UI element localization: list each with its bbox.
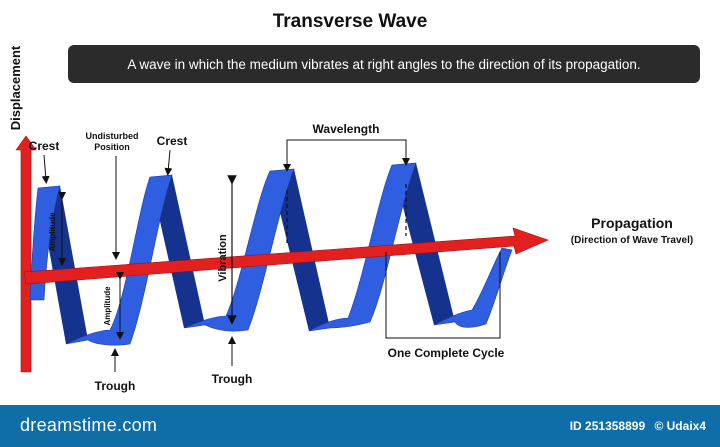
propagation-label: Propagation — [591, 215, 673, 231]
propagation-sublabel: (Direction of Wave Travel) — [571, 235, 693, 246]
crest-left-label: Crest — [29, 139, 60, 153]
footer-bar: dreamstime.com ID 251358899 © Udaix4 — [0, 405, 720, 447]
displacement-label: Displacement — [8, 45, 23, 130]
amplitude-bottom-label: Amplitude — [103, 286, 112, 326]
definition-banner — [68, 45, 700, 83]
trough-mid-label: Trough — [212, 372, 253, 386]
diagram-title: Transverse Wave — [273, 11, 428, 32]
footer-logo[interactable]: dreamstime.com — [20, 415, 158, 435]
undisturbed-label-line1: Undisturbed — [86, 131, 139, 141]
definition-text: A wave in which the medium vibrates at r… — [127, 57, 640, 72]
author-credit: © Udaix4 — [654, 419, 706, 433]
footer-credit: ID 251358899 © Udaix4 — [564, 419, 706, 433]
wavelength-label: Wavelength — [313, 122, 380, 136]
displacement-axis-arrow — [15, 135, 37, 373]
crest-mid-label: Crest — [157, 134, 188, 148]
trough-left-label: Trough — [95, 379, 136, 393]
vibration-label: Vibration — [217, 234, 229, 282]
image-id: ID 251358899 — [569, 419, 646, 433]
propagation-axis-arrow — [23, 227, 549, 285]
one-cycle-label: One Complete Cycle — [388, 346, 505, 360]
amplitude-top-label: Amplitude — [48, 212, 57, 252]
undisturbed-label-line2: Position — [94, 142, 130, 152]
